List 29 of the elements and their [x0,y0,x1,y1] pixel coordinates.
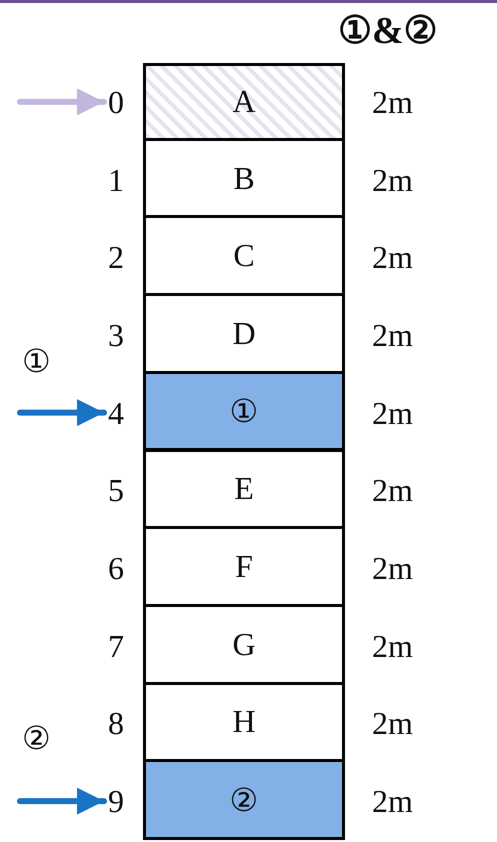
index-number: 6 [108,552,124,584]
index-number: 3 [108,318,124,351]
index-number: 8 [108,707,124,740]
index-number: 5 [108,474,124,506]
index-number: 7 [108,630,124,662]
size-label: 2m [372,396,413,429]
size-label: 2m [372,552,413,584]
circled-number: ① [22,345,51,377]
arrow [17,399,107,426]
size-label: 2m [372,164,413,196]
array-cell: ② [143,759,345,840]
arrow [17,88,107,116]
index-number: 0 [108,86,124,118]
size-label: 2m [372,318,413,351]
index-number: 4 [108,396,124,429]
header-label: ①&② [338,12,438,50]
circled-number: ② [22,722,51,754]
size-label: 2m [372,707,413,740]
index-number: 1 [108,164,124,196]
array-cell: A [143,63,345,141]
size-label: 2m [372,785,413,818]
array-cell: F [143,526,345,607]
index-number: 9 [108,785,124,818]
size-label: 2m [372,474,413,506]
size-label: 2m [372,630,413,662]
size-label: 2m [372,241,413,274]
index-number: 2 [108,241,124,274]
arrow [17,788,107,815]
size-label: 2m [372,86,413,118]
